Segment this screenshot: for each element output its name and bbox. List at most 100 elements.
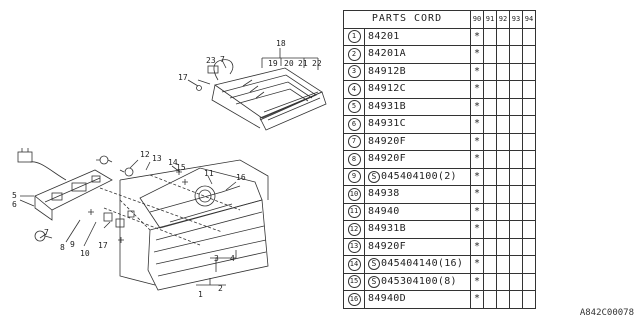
callout-17: 17	[178, 73, 188, 82]
year-applicability-cell	[496, 237, 510, 256]
year-header: 90	[470, 10, 484, 29]
row-number-cell: 15	[343, 272, 365, 291]
row-number-badge: 6	[347, 117, 361, 131]
year-applicability-cell	[496, 27, 510, 46]
part-code-cell: 84931C	[364, 115, 471, 134]
row-number-badge: 1	[347, 30, 361, 44]
year-applicability-cell: *	[470, 185, 484, 204]
row-number-cell: 11	[343, 202, 365, 221]
year-applicability-cell	[522, 45, 536, 64]
year-applicability-cell: *	[470, 115, 484, 134]
high-mount-stop-lamp-assembly	[196, 59, 327, 131]
part-code-cell: 84912C	[364, 80, 471, 99]
part-code: 84920F	[368, 135, 406, 147]
year-applicability-cell	[522, 115, 536, 134]
year-applicability-cell	[496, 220, 510, 239]
year-applicability-cell	[522, 27, 536, 46]
callout-17b: 17	[98, 241, 108, 250]
year-applicability-cell	[509, 220, 523, 239]
year-applicability-cell: *	[470, 237, 484, 256]
year-applicability-cell	[483, 202, 497, 221]
year-applicability-cell	[509, 237, 523, 256]
year-applicability-cell	[483, 27, 497, 46]
row-number-badge: 4	[347, 82, 361, 96]
callout-6: 6	[12, 200, 17, 209]
callout-22: 22	[312, 59, 322, 68]
year-applicability-cell	[483, 97, 497, 116]
part-code-cell: 84920F	[364, 132, 471, 151]
row-number-badge: 7	[347, 135, 361, 149]
row-number-cell: 10	[343, 185, 365, 204]
callout-8: 8	[60, 243, 65, 252]
row-number-badge: 9	[347, 170, 361, 184]
standard-part-symbol: S	[368, 275, 380, 288]
row-number-cell: 7	[343, 132, 365, 151]
callout-11: 11	[204, 169, 214, 178]
year-applicability-cell	[509, 45, 523, 64]
row-number-badge: 13	[347, 240, 361, 254]
year-applicability-cell	[496, 45, 510, 64]
part-code-cell: 84931B	[364, 97, 471, 116]
callout-3: 3	[214, 254, 219, 263]
year-applicability-cell	[496, 185, 510, 204]
year-applicability-cell	[509, 80, 523, 99]
year-applicability-cell	[522, 255, 536, 274]
year-applicability-cell	[483, 185, 497, 204]
callout-23: 23	[206, 56, 216, 65]
callout-2: 2	[218, 284, 223, 293]
catalog-id: A842C00078	[579, 308, 634, 318]
callout-5: 5	[12, 191, 17, 200]
year-applicability-cell	[522, 237, 536, 256]
part-code: 84931B	[368, 100, 406, 112]
part-code-cell: 84912B	[364, 62, 471, 81]
row-number-cell: 1	[343, 27, 365, 46]
year-applicability-cell	[522, 272, 536, 291]
row-number-cell: 13	[343, 237, 365, 256]
year-applicability-cell	[509, 202, 523, 221]
year-applicability-cell	[483, 272, 497, 291]
year-applicability-cell	[522, 290, 536, 309]
year-applicability-cell	[483, 255, 497, 274]
year-applicability-cell	[509, 290, 523, 309]
table-row: 7 84920F *	[343, 132, 536, 151]
row-number-cell: 2	[343, 45, 365, 64]
callout-16: 16	[236, 173, 246, 182]
year-applicability-cell	[496, 80, 510, 99]
part-code: 84931C	[368, 118, 406, 130]
year-applicability-cell	[496, 62, 510, 81]
year-applicability-cell	[522, 185, 536, 204]
year-applicability-cell: *	[470, 290, 484, 309]
callout-7b: 7	[44, 228, 49, 237]
year-applicability-cell	[483, 80, 497, 99]
row-number-cell: 6	[343, 115, 365, 134]
row-number-badge: 8	[347, 152, 361, 166]
year-applicability-cell: *	[470, 132, 484, 151]
part-code: 84920F	[368, 240, 406, 252]
part-code-cell: 84931B	[364, 220, 471, 239]
part-code-cell: 84201A	[364, 45, 471, 64]
year-applicability-cell	[522, 167, 536, 186]
part-code: 84940	[368, 205, 400, 217]
callout-21: 21	[298, 59, 308, 68]
year-applicability-cell	[496, 132, 510, 151]
year-applicability-cell	[483, 115, 497, 134]
row-number-cell: 5	[343, 97, 365, 116]
row-number-badge: 15	[347, 275, 361, 289]
row-number-badge: 14	[347, 257, 361, 271]
table-row: 13 84920F *	[343, 237, 536, 256]
year-applicability-cell	[522, 80, 536, 99]
callout-4: 4	[230, 254, 235, 263]
part-code: 84938	[368, 188, 400, 200]
table-row: 6 84931C *	[343, 115, 536, 134]
year-applicability-cell: *	[470, 27, 484, 46]
